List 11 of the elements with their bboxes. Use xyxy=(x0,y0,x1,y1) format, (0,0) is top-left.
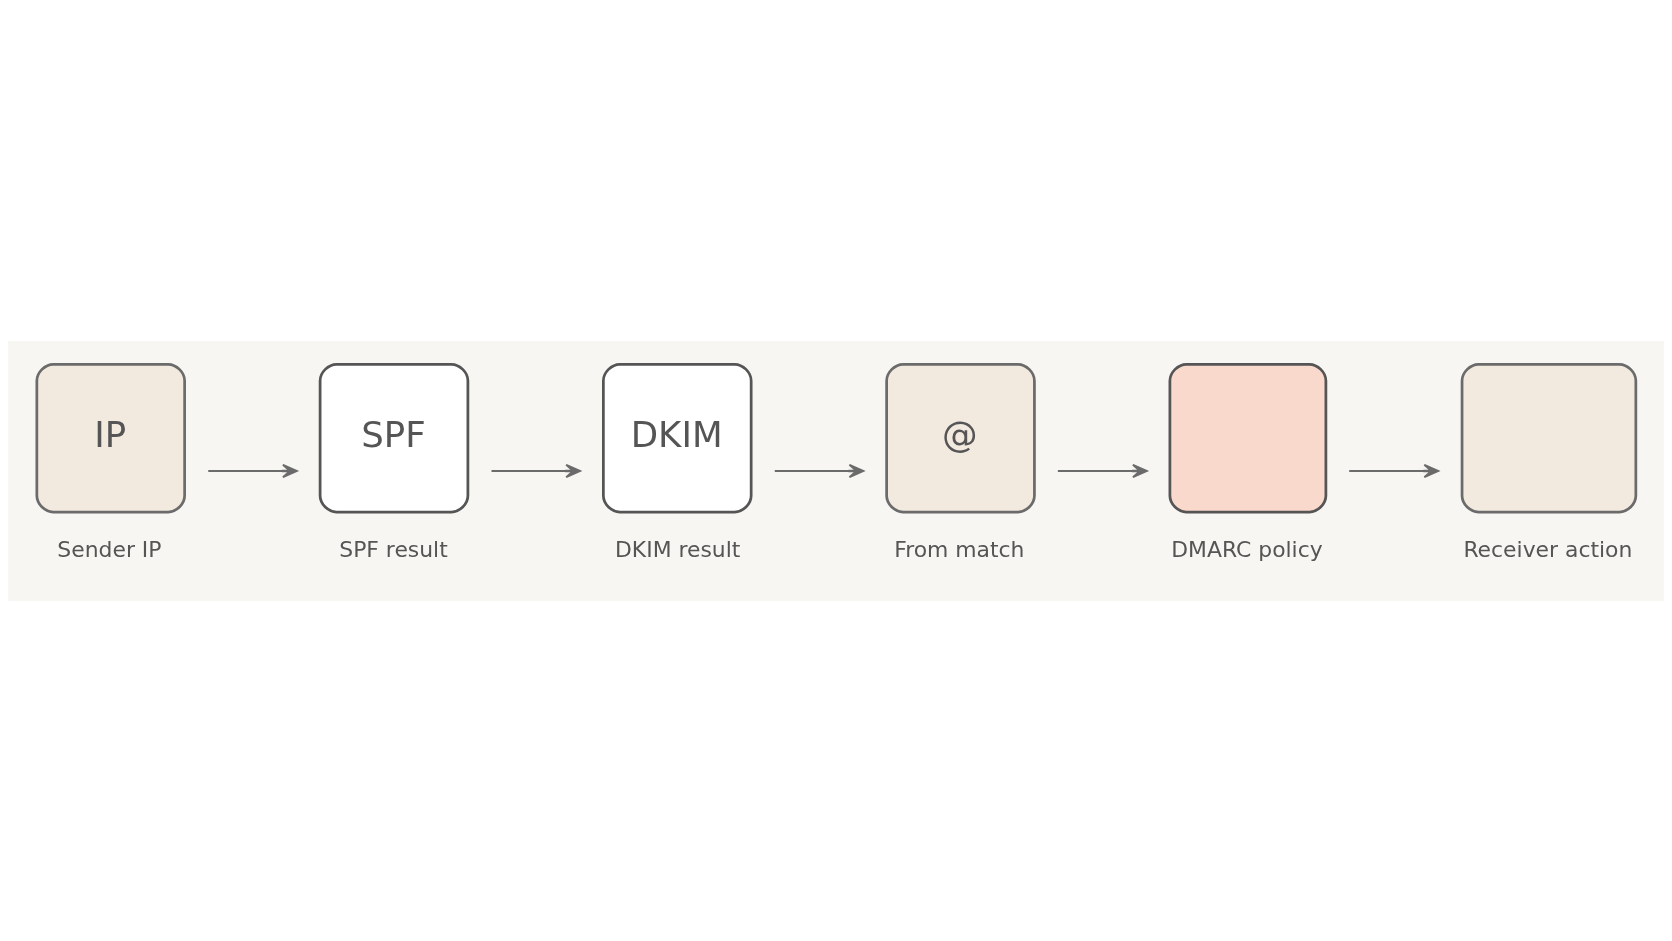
node-label: DKIM result xyxy=(615,536,741,562)
node-label: Receiver action xyxy=(1463,536,1633,562)
arrow xyxy=(1349,463,1440,478)
node-label: SPF result xyxy=(339,536,448,562)
arrow xyxy=(208,463,298,478)
node-label: From match xyxy=(894,536,1025,562)
node-label: DMARC policy xyxy=(1171,536,1323,562)
node-label: Sender IP xyxy=(57,536,162,562)
arrow xyxy=(774,463,865,478)
arrow xyxy=(491,463,581,478)
arrow xyxy=(1057,463,1148,478)
